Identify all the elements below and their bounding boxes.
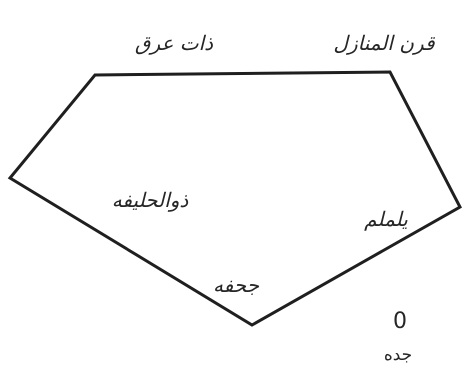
label-yalamlam: يلملم bbox=[364, 207, 408, 231]
label-dhul-hulayfah: ذوالحليفه bbox=[112, 188, 189, 212]
label-juhfah: جحفه bbox=[213, 273, 260, 297]
label-jeddah: جده bbox=[384, 345, 412, 365]
label-qarn-al-manazil: قرن المنازل bbox=[333, 31, 436, 55]
city-marker-jeddah: 0 bbox=[393, 309, 407, 334]
miqat-boundary-pentagon bbox=[7, 70, 462, 327]
label-dhat-irq: ذات عرق bbox=[135, 31, 213, 55]
